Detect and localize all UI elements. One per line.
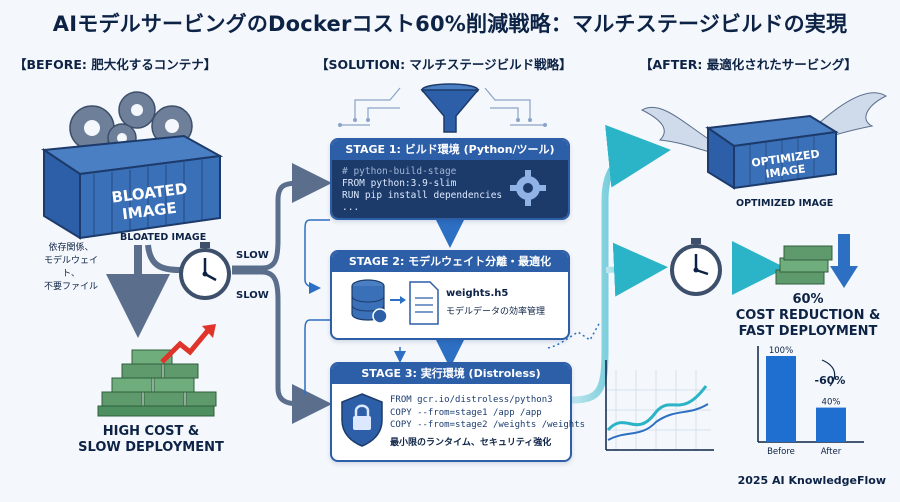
bar-category-label: Before — [767, 447, 795, 457]
before-result: HIGH COST & SLOW DEPLOYMENT — [66, 424, 236, 456]
before-result-1: HIGH COST & — [102, 424, 200, 439]
stage2-header: STAGE 2: モデルウェイト分離・最適化 — [332, 252, 568, 272]
page-title: AIモデルサービングのDockerコスト60%削減戦略：マルチステージビルドの実… — [52, 12, 848, 36]
stage3-code-line-1: FROM gcr.io/distroless/python3 — [390, 395, 553, 405]
bar-category-label: After — [821, 447, 842, 457]
stage1-code-line-1: # python-build-stage — [342, 166, 457, 177]
section-label-solution: 【SOLUTION: マルチステージビルド戦略】 — [316, 57, 572, 72]
side-note-1: 依存関係、 — [48, 243, 94, 253]
arrow-stage3-to-after-top — [571, 124, 671, 404]
stage1-code-line-2: FROM python:3.9-slim — [342, 178, 457, 189]
stage2-card: STAGE 2: モデルウェイト分離・最適化 — [330, 250, 570, 340]
after-result: 60% COST REDUCTION & FAST DEPLOYMENT — [722, 292, 894, 340]
down-arrow-icon — [830, 234, 858, 288]
file-icon — [409, 281, 439, 325]
reduced-cost-icon — [775, 234, 858, 288]
side-note-2: モデルウェイト、 — [43, 256, 98, 279]
bar-value-label: 100% — [769, 346, 793, 356]
section-label-before: 【BEFORE: 肥大化するコンテナ】 — [14, 57, 217, 72]
bloated-caption: BLOATED IMAGE — [120, 232, 207, 243]
gear-icon — [510, 170, 546, 206]
stage3-header: STAGE 3: 実行環境 (Distroless) — [332, 364, 570, 384]
reduction-arrow — [821, 359, 836, 387]
stage1-code-line-3: RUN pip install dependencies — [342, 190, 503, 201]
optimized-text-2: IMAGE — [765, 162, 807, 180]
arrow-clock-to-stage3 — [232, 269, 332, 424]
stage3-code-line-2: COPY --from=stage1 /app /app — [390, 407, 542, 418]
rising-cost-arrow — [160, 326, 212, 364]
stage3-code-block: FROM gcr.io/distroless/python3 COPY --fr… — [390, 394, 585, 448]
weights-file-name: weights.h5 — [446, 288, 509, 299]
slow-label-2: SLOW — [236, 290, 269, 301]
arrow-container-to-clock — [145, 244, 181, 273]
funnel-icon — [420, 83, 480, 133]
stage3-desc: 最小限のランタイム、セキュリティ強化 — [390, 437, 552, 448]
arrow-clock-to-stage1 — [232, 163, 332, 271]
optimized-caption: OPTIMIZED IMAGE — [736, 198, 834, 209]
after-result-3: FAST DEPLOYMENT — [738, 324, 878, 339]
weights-file-desc: モデルデータの効率管理 — [446, 307, 546, 317]
bar-before — [766, 356, 796, 442]
before-result-2: SLOW DEPLOYMENT — [78, 440, 224, 455]
growth-chart-icon — [605, 360, 714, 451]
bar-after — [816, 407, 846, 442]
stage1-code-line-4: ... — [342, 202, 360, 213]
cost-bar-chart: 100% 40% Before After -60% — [757, 346, 864, 457]
database-file-icon — [351, 279, 439, 325]
shield-lock-icon — [341, 393, 383, 447]
stopwatch-icon — [179, 242, 231, 300]
chart-annotation: -60% — [815, 374, 846, 387]
footer-credit: 2025 AI KnowledgeFlow — [737, 474, 886, 487]
wings-icon — [640, 92, 888, 153]
after-result-2: COST REDUCTION & — [735, 308, 881, 323]
section-label-after: 【AFTER: 最適化されたサービング】 — [640, 57, 857, 72]
after-result-1: 60% — [792, 292, 824, 307]
optimized-container-icon: OPTIMIZED IMAGE — [640, 92, 888, 190]
arrow-to-after-clock — [605, 242, 668, 297]
stage1-header: STAGE 1: ビルド環境 (Python/ツール) — [332, 140, 568, 160]
bloat-side-note: 依存関係、 モデルウェイト、 不要ファイル — [36, 242, 106, 294]
side-note-3: 不要ファイル — [43, 282, 98, 292]
slow-label-1: SLOW — [236, 250, 269, 261]
bloated-container-icon: BLOATED IMAGE — [41, 91, 224, 240]
money-pile-icon — [97, 324, 217, 417]
bar-value-label: 40% — [822, 398, 841, 408]
fast-stopwatch-icon — [670, 238, 722, 296]
stage3-code-line-3: COPY --from=stage2 /weights /weights — [390, 420, 586, 430]
